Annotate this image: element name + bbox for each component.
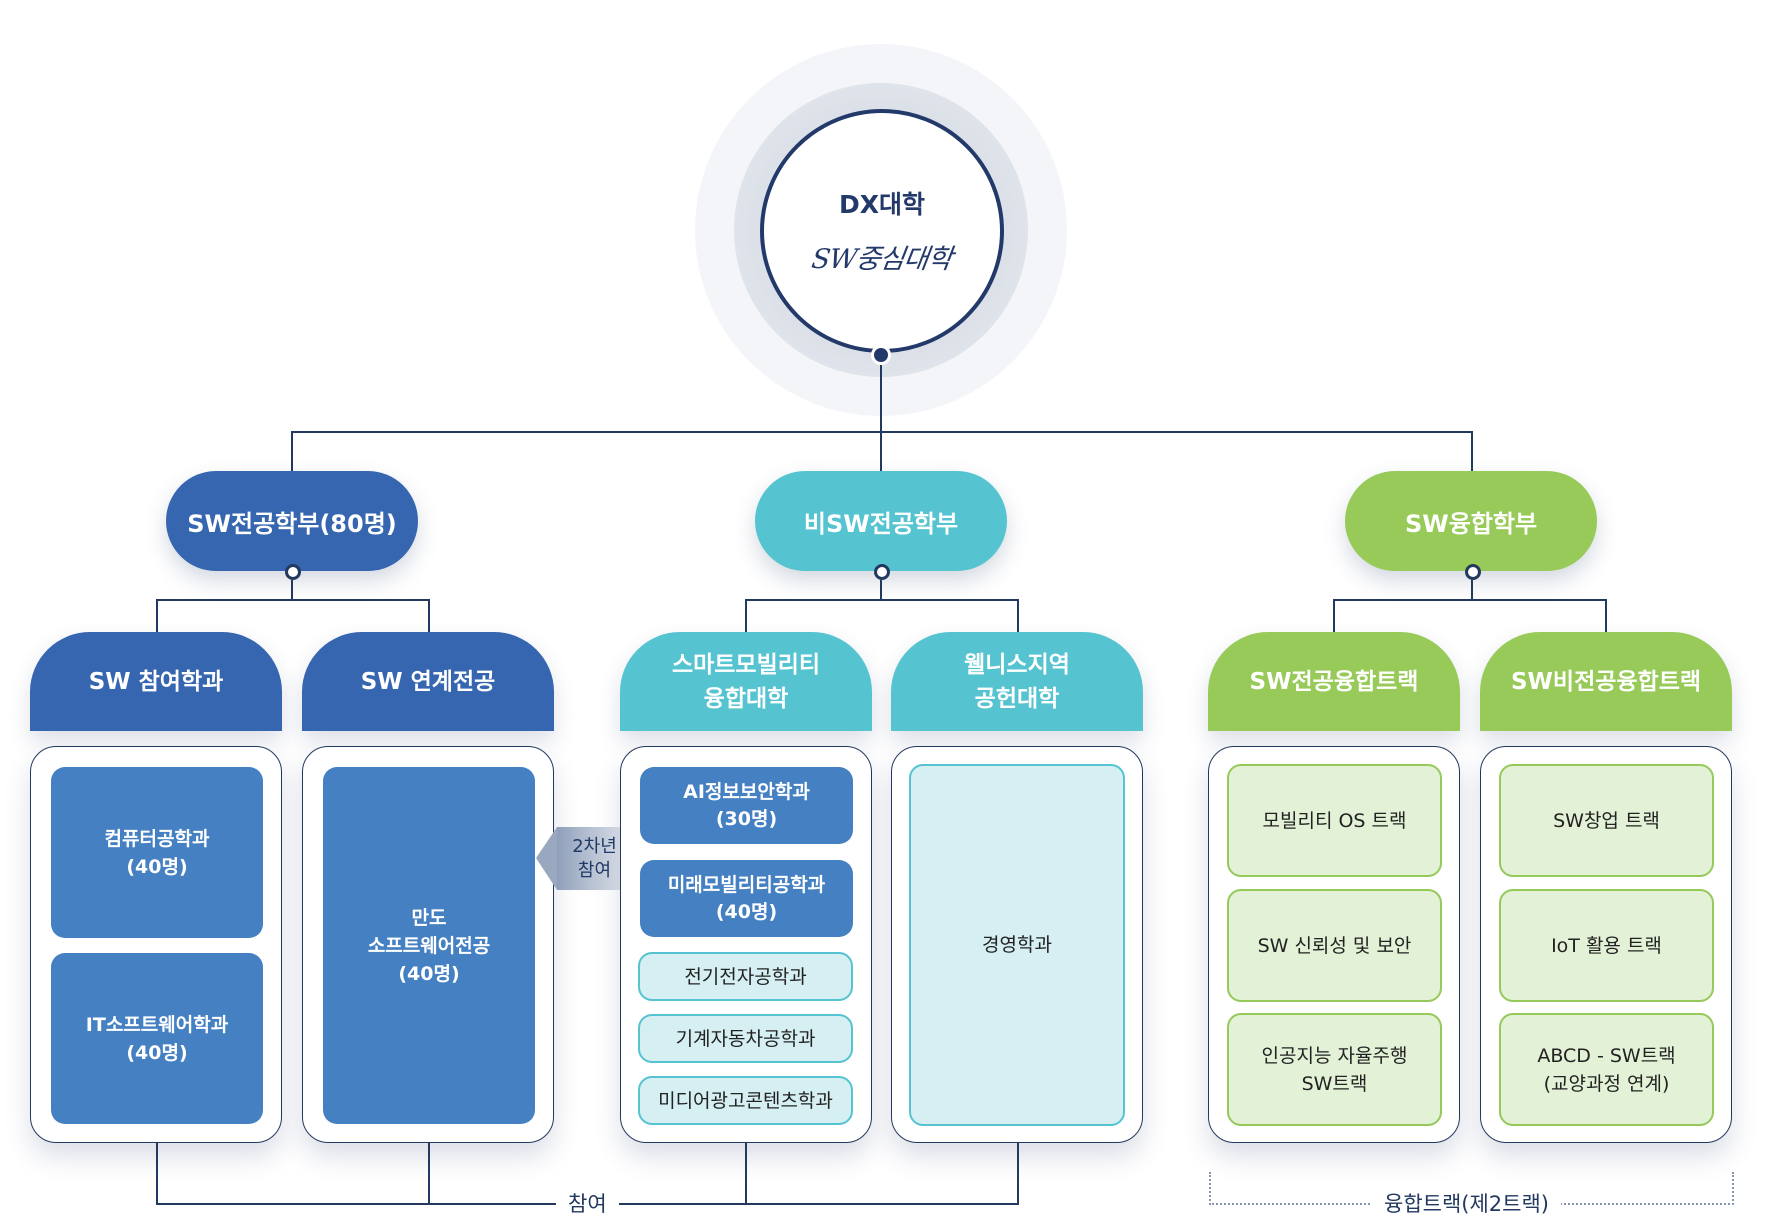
group-panel: 경영학과 — [891, 746, 1143, 1143]
group-tab-sw-major-track[interactable]: SW전공융합트랙 — [1208, 632, 1460, 731]
dept-item[interactable]: 기계자동차공학과 — [638, 1014, 853, 1063]
group-panel: 모빌리티 OS 트랙 SW 신뢰성 및 보안 인공지능 자율주행 SW트랙 — [1208, 746, 1460, 1143]
dept-name: 경영학과 — [982, 934, 1052, 956]
dept-count: (40명) — [398, 962, 460, 985]
group-label: SW 연계전공 — [360, 668, 496, 695]
dept-count: (40명) — [126, 855, 188, 878]
trunk-line — [880, 365, 882, 432]
dept-item[interactable]: 미디어광고콘텐츠학과 — [638, 1076, 853, 1125]
division-bar-line — [291, 431, 1473, 433]
badge-text: 2차년 참여 — [557, 827, 632, 890]
root-connector-dot — [871, 345, 891, 365]
branch-bar — [156, 599, 430, 601]
track-item[interactable]: ABCD - SW트랙 (교양과정 연계) — [1499, 1013, 1714, 1126]
dept-count: (30명) — [715, 807, 778, 830]
track-name: 인공지능 자율주행 SW트랙 — [1261, 1044, 1408, 1095]
branch-drop — [1605, 599, 1607, 632]
dept-item[interactable]: IT소프트웨어학과 (40명) — [51, 953, 263, 1124]
branch-bar — [745, 599, 1019, 601]
dept-item[interactable]: 컴퓨터공학과 (40명) — [51, 767, 263, 938]
track-name: SW창업 트랙 — [1553, 809, 1660, 832]
dept-name: 미디어광고콘텐츠학과 — [658, 1089, 833, 1112]
track-item[interactable]: IoT 활용 트랙 — [1499, 889, 1714, 1002]
group-tab-sw-linked-major[interactable]: SW 연계전공 — [302, 632, 554, 731]
arrow-left-icon — [536, 827, 557, 890]
dept-item[interactable]: 만도 소프트웨어전공 (40명) — [323, 767, 535, 1124]
division-connector-dot — [285, 564, 301, 580]
track-name: IoT 활용 트랙 — [1551, 934, 1662, 957]
division-non-sw[interactable]: 비SW전공학부 — [755, 471, 1007, 571]
root-node[interactable]: DX대학 SW중심대학 — [760, 109, 1004, 353]
dept-count: (40명) — [126, 1041, 188, 1064]
group-panel: 만도 소프트웨어전공 (40명) — [302, 746, 554, 1143]
group-label: 웰니스지역 공헌대학 — [964, 651, 1070, 712]
drop-line-2 — [880, 431, 882, 471]
branch-stem — [291, 580, 293, 600]
convergence-label: 융합트랙(제2트랙) — [1372, 1188, 1561, 1218]
group-tab-sw-participating[interactable]: SW 참여학과 — [30, 632, 282, 731]
branch-stem — [1471, 580, 1473, 600]
division-sw-major[interactable]: SW전공학부(80명) — [166, 471, 418, 571]
second-year-badge: 2차년 참여 — [536, 827, 632, 890]
group-label: 스마트모빌리티 융합대학 — [671, 651, 821, 712]
drop-line-1 — [291, 431, 293, 471]
group-label: SW전공융합트랙 — [1249, 668, 1419, 695]
track-name: SW 신뢰성 및 보안 — [1257, 934, 1412, 957]
group-tab-sw-nonmajor-track[interactable]: SW비전공융합트랙 — [1480, 632, 1732, 731]
track-item[interactable]: SW창업 트랙 — [1499, 764, 1714, 877]
dept-name: 컴퓨터공학과 — [104, 827, 210, 850]
group-panel: SW창업 트랙 IoT 활용 트랙 ABCD - SW트랙 (교양과정 연계) — [1480, 746, 1732, 1143]
branch-bar — [1333, 599, 1607, 601]
branch-stem — [880, 580, 882, 600]
track-name: ABCD - SW트랙 (교양과정 연계) — [1537, 1044, 1676, 1095]
branch-drop — [156, 599, 158, 632]
branch-drop — [428, 599, 430, 632]
dept-name: AI정보보안학과 — [683, 780, 810, 803]
division-sw-convergence[interactable]: SW융합학부 — [1345, 471, 1597, 571]
drop-line-3 — [1471, 431, 1473, 471]
dept-item[interactable]: AI정보보안학과 (30명) — [640, 767, 853, 844]
dept-name: 미래모빌리티공학과 — [667, 873, 826, 896]
dept-item[interactable]: 전기전자공학과 — [638, 952, 853, 1001]
participation-label: 참여 — [556, 1188, 619, 1218]
division-label: SW전공학부(80명) — [187, 509, 397, 538]
participation-drop — [1017, 1143, 1019, 1204]
dept-count: (40명) — [715, 900, 778, 923]
dept-item[interactable]: 경영학과 — [909, 764, 1125, 1126]
division-label: 비SW전공학부 — [803, 509, 959, 538]
participation-drop — [428, 1143, 430, 1204]
group-tab-smart-mobility[interactable]: 스마트모빌리티 융합대학 — [620, 632, 872, 731]
track-name: 모빌리티 OS 트랙 — [1262, 809, 1407, 832]
group-tab-wellness[interactable]: 웰니스지역 공헌대학 — [891, 632, 1143, 731]
branch-drop — [1017, 599, 1019, 632]
root-subtitle: SW중심대학 — [809, 244, 954, 275]
group-label: SW비전공융합트랙 — [1510, 668, 1702, 695]
group-label: SW 참여학과 — [88, 668, 224, 695]
group-panel: 컴퓨터공학과 (40명) IT소프트웨어학과 (40명) — [30, 746, 282, 1143]
participation-drop — [745, 1143, 747, 1204]
track-item[interactable]: 모빌리티 OS 트랙 — [1227, 764, 1442, 877]
branch-drop — [1333, 599, 1335, 632]
dept-name: 기계자동차공학과 — [675, 1027, 816, 1050]
root-title: DX대학 — [838, 190, 926, 219]
dept-item[interactable]: 미래모빌리티공학과 (40명) — [640, 860, 853, 937]
dept-name: 전기전자공학과 — [684, 965, 807, 988]
branch-drop — [745, 599, 747, 632]
group-panel: AI정보보안학과 (30명) 미래모빌리티공학과 (40명) 전기전자공학과 기… — [620, 746, 872, 1143]
participation-drop — [156, 1143, 158, 1204]
division-connector-dot — [1465, 564, 1481, 580]
track-item[interactable]: SW 신뢰성 및 보안 — [1227, 889, 1442, 1002]
dept-name: 만도 소프트웨어전공 — [367, 906, 491, 957]
division-connector-dot — [874, 564, 890, 580]
track-item[interactable]: 인공지능 자율주행 SW트랙 — [1227, 1013, 1442, 1126]
division-label: SW융합학부 — [1404, 509, 1538, 538]
dept-name: IT소프트웨어학과 — [85, 1013, 229, 1036]
